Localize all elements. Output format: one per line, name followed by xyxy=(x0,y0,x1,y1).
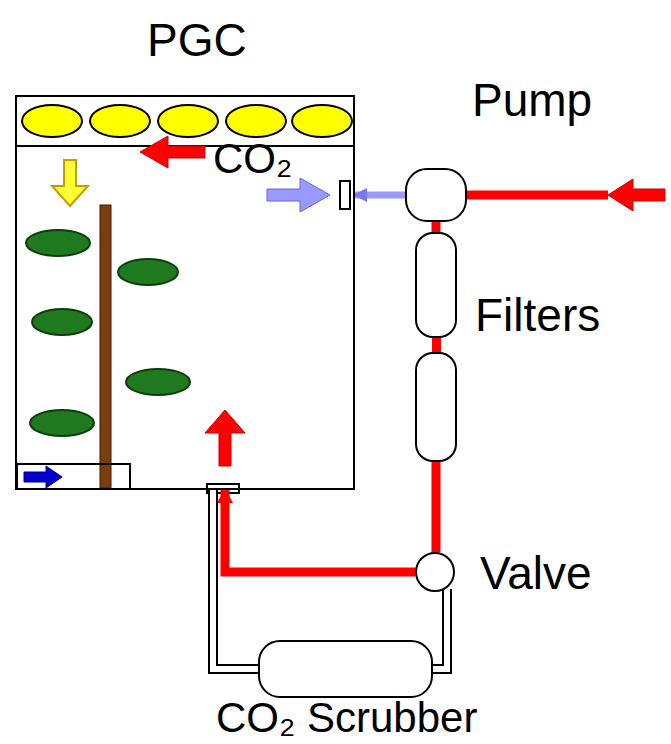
pipe-outline xyxy=(433,589,447,669)
node-label: PGC xyxy=(147,15,247,66)
air-pipe xyxy=(436,222,437,232)
air-pipe xyxy=(355,195,405,196)
pipe-bore xyxy=(433,589,447,669)
filter-canister xyxy=(415,352,457,462)
scrubber-pipe xyxy=(433,589,447,669)
light-arrow xyxy=(52,160,88,206)
air-in-arrow xyxy=(267,178,330,212)
pipe-line xyxy=(225,490,415,572)
intake-pipe xyxy=(466,191,608,200)
air-pipe xyxy=(225,490,415,572)
pipe-line xyxy=(355,192,405,199)
pipe-line xyxy=(432,462,441,552)
node-label: Valve xyxy=(480,548,592,599)
plant-stem xyxy=(100,205,111,488)
pump-body: Pump xyxy=(405,168,467,222)
wall-fitting xyxy=(340,181,350,209)
co2-scrubber: CO₂ Scrubber xyxy=(258,640,433,698)
filter-column: Filters xyxy=(415,232,457,462)
node-label: CO₂ Scrubber xyxy=(216,695,477,741)
leaves xyxy=(26,230,190,436)
valve-body: Valve xyxy=(415,552,455,592)
pipe-bore xyxy=(213,490,258,669)
lamps xyxy=(22,105,352,137)
air-pipe xyxy=(436,462,437,552)
intake-arrow xyxy=(608,179,665,211)
gas-label: CO₂ xyxy=(213,136,292,182)
pipe-outline xyxy=(213,490,258,669)
node-label: Pump xyxy=(472,75,592,126)
water-arrow xyxy=(24,466,62,488)
air-up-arrow xyxy=(205,410,245,466)
root-zone-box xyxy=(17,464,130,489)
pipe-line xyxy=(432,222,441,232)
growth-chamber: PGC xyxy=(15,95,355,490)
filter-canister xyxy=(415,232,457,338)
co2-arrow xyxy=(140,136,205,168)
node-label: Filters xyxy=(475,290,600,341)
scrubber-pipe xyxy=(213,490,258,669)
